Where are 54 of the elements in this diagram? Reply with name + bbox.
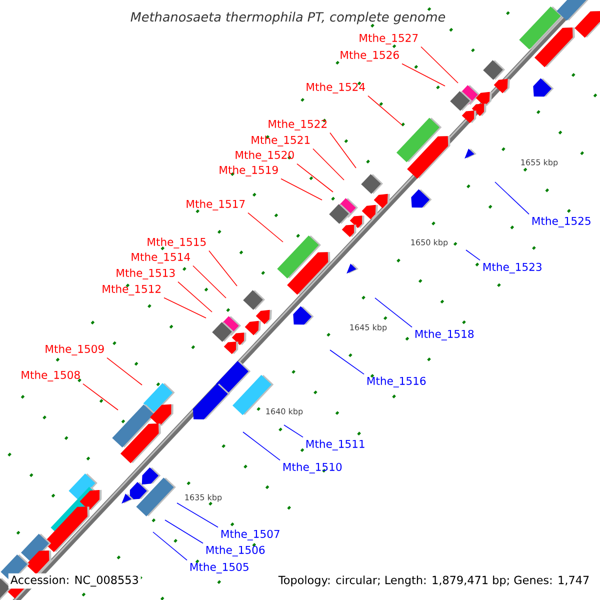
leader-line: [152, 532, 188, 561]
gene-label: Mthe_1515: [148, 238, 206, 248]
scale-label: 1640 kbp: [266, 408, 303, 416]
gene-label: Mthe_1511: [306, 440, 364, 450]
title: Methanosaeta thermophila PT, complete genome: [130, 12, 446, 24]
leader-line: [330, 132, 356, 168]
gene-label: Mthe_1522: [268, 120, 326, 130]
scale-label: 1655 kbp: [521, 159, 558, 167]
gene-label: Mthe_1512: [102, 284, 160, 296]
leader-line: [280, 178, 322, 200]
gene-label: Mthe_1510: [283, 462, 342, 474]
leader-line: [164, 520, 204, 544]
leader-line: [494, 182, 530, 215]
gene-label: Mthe_1509: [46, 344, 104, 356]
leader-line: [466, 250, 480, 261]
gene-label: Mthe_1524: [306, 82, 365, 94]
leader-line: [374, 298, 412, 328]
gene-label: Mthe_1514: [132, 252, 190, 264]
leader-line: [192, 265, 226, 298]
gene-label: Mthe_1508: [22, 370, 80, 382]
leader-line: [176, 502, 218, 528]
gene-label: Mthe_1513: [116, 268, 175, 280]
gene-label: Mthe_1519: [220, 166, 278, 176]
scale-label: 1645 kbp: [350, 324, 387, 332]
leader-line: [402, 63, 446, 86]
gene-label: Mthe_1525: [532, 216, 590, 228]
leader-line: [178, 281, 212, 312]
leader-line: [296, 163, 334, 192]
footer-text: Accession: NC_008553: [8, 573, 141, 589]
gene-label: Mthe_1520: [236, 150, 294, 162]
gene-label: Mthe_1523: [483, 262, 542, 274]
footer-text: Topology: circular; Length: 1,879,471 bp; Genes: 1,747: [276, 574, 592, 588]
leader-line: [330, 350, 364, 375]
leader-line: [312, 148, 344, 180]
leader-line: [208, 250, 238, 286]
gene-label: Mthe_1517: [186, 200, 245, 210]
leader-line: [242, 432, 280, 461]
leader-line: [368, 95, 402, 126]
leader-line: [420, 46, 458, 84]
leader-line: [164, 297, 206, 318]
leader-line: [82, 383, 118, 410]
gene-label: Mthe_1521: [252, 136, 310, 146]
gene-label: Mthe_1505: [190, 562, 248, 574]
gene-label: Mthe_1506: [206, 546, 265, 556]
leader-line: [106, 357, 142, 386]
gene-label: Mthe_1527: [360, 34, 418, 44]
scale-label: 1650 kbp: [411, 239, 448, 247]
gene-label: Mthe_1507: [221, 530, 280, 540]
scale-label: 1635 kbp: [185, 494, 222, 502]
gene-label: Mthe_1518: [415, 330, 474, 340]
gene-label: Mthe_1526: [340, 50, 399, 62]
leader-line: [248, 212, 284, 242]
leader-line: [284, 424, 304, 438]
gene-label: Mthe_1516: [367, 376, 426, 388]
